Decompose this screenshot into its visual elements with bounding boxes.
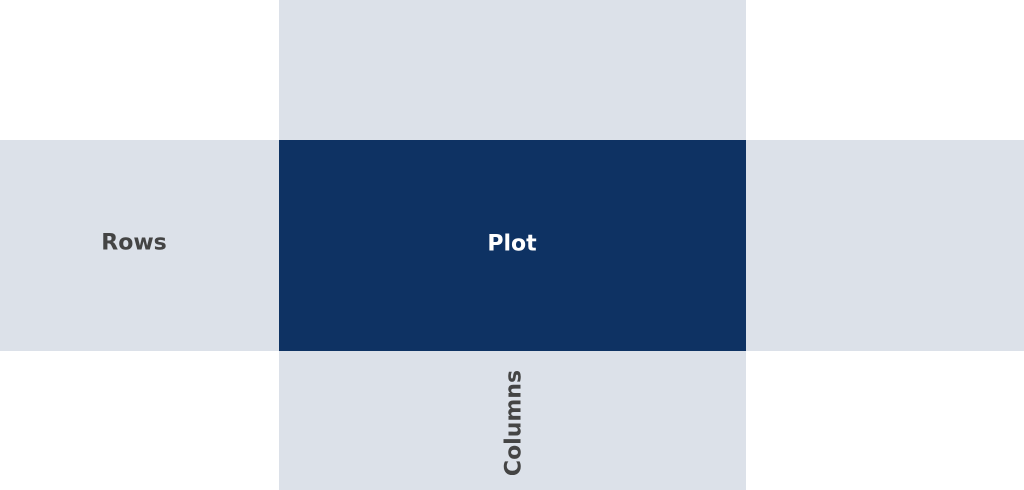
columns-label: Columns: [501, 369, 527, 477]
plot-panel: [279, 140, 746, 351]
rows-panel: [0, 140, 279, 351]
columns-panel: [279, 351, 746, 490]
rows-label: Rows: [101, 230, 167, 256]
top-panel: [279, 0, 746, 140]
right-panel: [746, 140, 1024, 351]
plot-label: Plot: [487, 231, 537, 257]
